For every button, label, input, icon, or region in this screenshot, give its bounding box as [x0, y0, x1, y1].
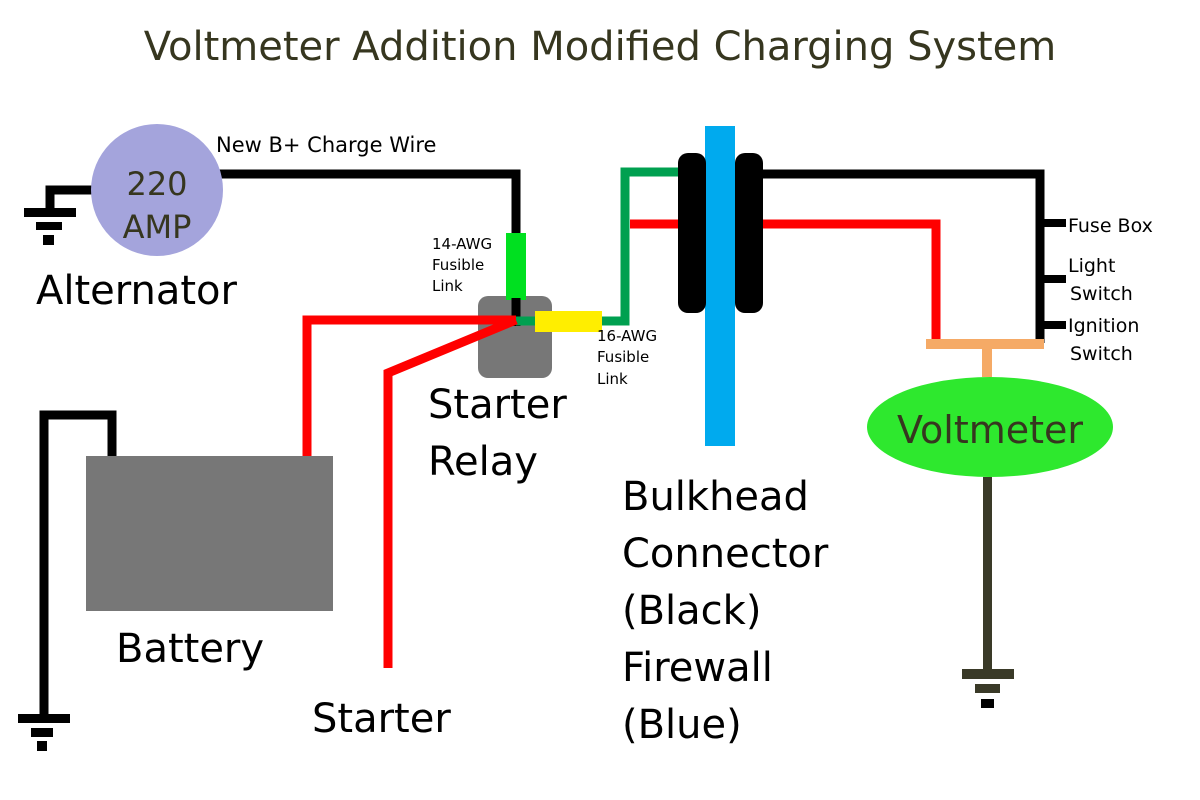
starter-wire [383, 315, 518, 668]
firewall [705, 126, 735, 446]
diagram-title: Voltmeter Addition Modified Charging Sys… [144, 24, 1057, 70]
alternator-label: Alternator [36, 268, 238, 314]
bulkhead-connector-left [678, 153, 706, 313]
bulkhead-label-line2: Connector [622, 531, 829, 577]
alternator-rating-line1: 220 [126, 165, 187, 203]
fusible-link-16awg [535, 311, 602, 332]
output-fuse-box: Fuse Box [1068, 215, 1153, 237]
ground-icon [18, 714, 70, 723]
ground-icon [962, 669, 1014, 679]
alternator-ground [24, 185, 95, 245]
fusible-link-16-line2: Fusible [597, 348, 649, 366]
battery [86, 456, 333, 611]
alternator-body [91, 124, 223, 256]
bulkhead-label-line5: (Blue) [622, 702, 742, 748]
voltmeter-feed-bar [926, 339, 1044, 349]
ground-icon [24, 208, 76, 217]
bulkhead-connector-right [735, 153, 763, 313]
starter-relay-line1: Starter [428, 382, 567, 428]
fusible-link-14awg [506, 233, 526, 300]
output-ignition-switch-line2: Switch [1070, 343, 1133, 365]
output-light-switch-line2: Switch [1070, 283, 1133, 305]
fuse-box-tap [1040, 219, 1066, 227]
accessory-feed-wire [760, 169, 1045, 343]
bulkhead-label-line4: Firewall [622, 645, 773, 691]
battery-ground [18, 410, 117, 751]
fusible-link-14-line1: 14-AWG [432, 235, 492, 253]
battery-label: Battery [116, 626, 264, 672]
ignition-switch-tap [1040, 321, 1066, 329]
fusible-link-16-line3: Link [597, 370, 628, 388]
battery-positive-wire [302, 315, 516, 457]
charge-wire [215, 169, 521, 238]
voltmeter-red-wire [630, 219, 941, 343]
bulkhead-label-line1: Bulkhead [622, 474, 809, 520]
fusible-link-14-line2: Fusible [432, 256, 484, 274]
voltmeter-label: Voltmeter [897, 408, 1083, 452]
fusible-link-16-line1: 16-AWG [597, 327, 657, 345]
charge-wire-label: New B+ Charge Wire [216, 133, 436, 157]
light-switch-tap [1040, 275, 1066, 283]
voltmeter [867, 377, 1113, 477]
fusible-link-14-line3: Link [432, 277, 463, 295]
voltmeter-feed-wire [982, 345, 992, 377]
starter-label: Starter [312, 696, 451, 742]
alternator: 220 AMP Alternator [36, 124, 238, 314]
alternator-rating-line2: AMP [123, 208, 192, 246]
starter-relay-line2: Relay [428, 439, 538, 485]
voltmeter-ground [962, 477, 1014, 708]
output-light-switch-line1: Light [1068, 255, 1115, 277]
bulkhead-label-line3: (Black) [622, 588, 761, 634]
output-ignition-switch-line1: Ignition [1068, 315, 1139, 337]
